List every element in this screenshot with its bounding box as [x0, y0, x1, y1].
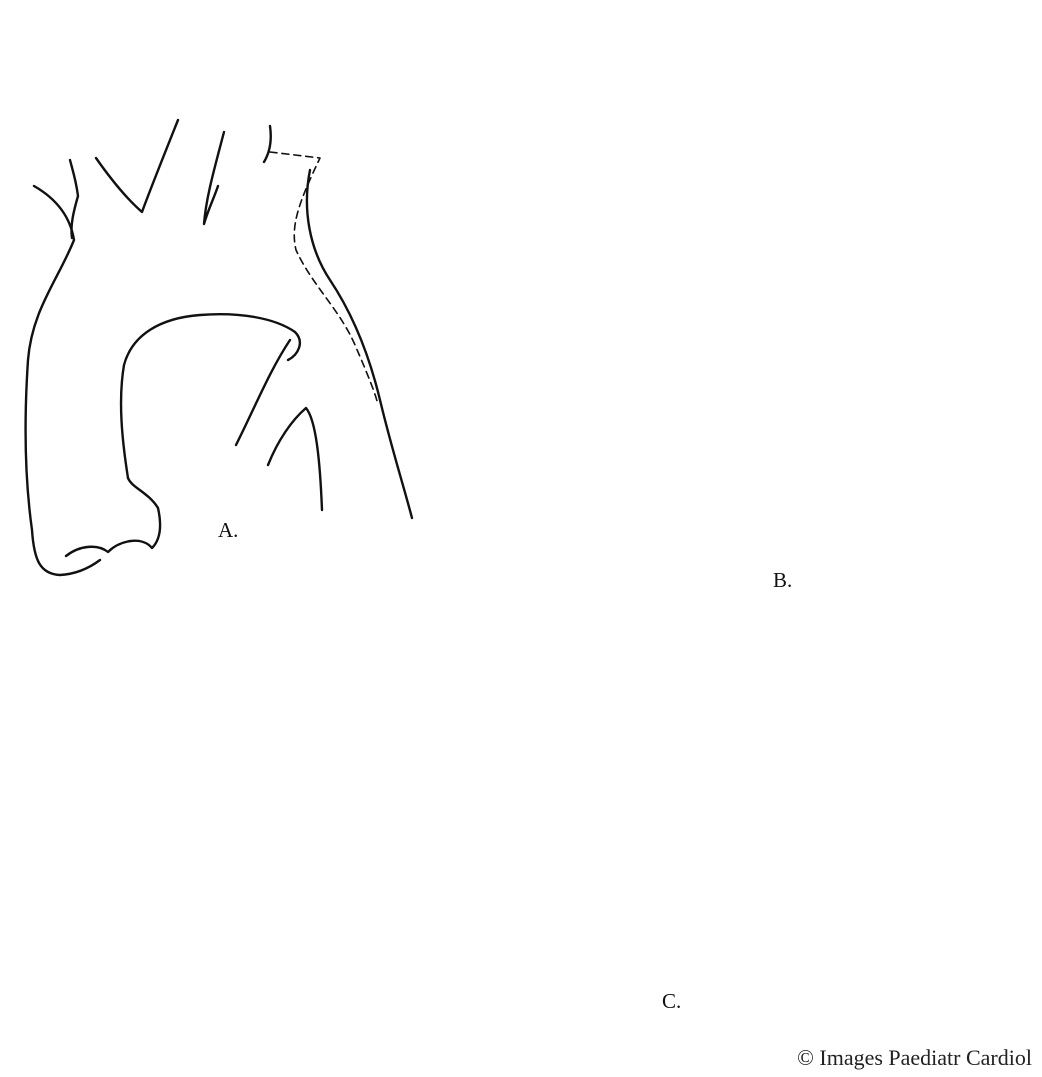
panel-a-ascending-aorta-outer: [26, 186, 100, 575]
panel-a-resection-line: [270, 152, 378, 405]
panel-a-descending-outer: [307, 170, 412, 518]
panel-a-label: A.: [218, 518, 238, 543]
panel-a-left-carotid: [204, 132, 224, 224]
panel-a-aortic-root: [66, 478, 160, 556]
panel-a-brachiocephalic: [70, 160, 78, 238]
panel-a-vessel-v: [96, 120, 178, 212]
panel-a-ductus-right: [268, 408, 322, 510]
panel-c-label: C.: [662, 989, 681, 1014]
panel-a-subclavian: [264, 126, 271, 162]
panel-a-ductus-left: [236, 340, 290, 445]
panel-a-drawing: [26, 120, 412, 575]
panel-b-label: B.: [773, 568, 792, 593]
copyright-notice: © Images Paediatr Cardiol: [797, 1045, 1032, 1071]
